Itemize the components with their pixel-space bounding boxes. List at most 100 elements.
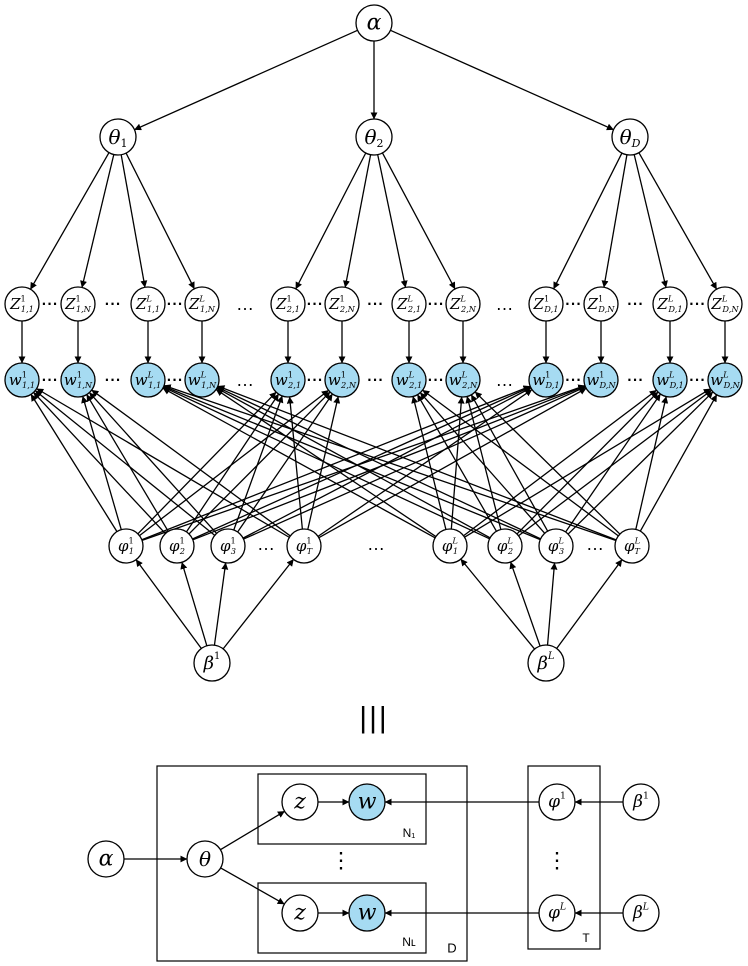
plate-beta-node-L-label: βL bbox=[632, 901, 649, 923]
edge-beta-phi-6 bbox=[509, 561, 541, 647]
dots-2-0: ··· bbox=[307, 297, 324, 311]
theta-node-2: θ2 bbox=[355, 118, 393, 156]
edge-phi5-w11 bbox=[463, 389, 657, 537]
dots-mid-1-0: ··· bbox=[367, 297, 384, 311]
theta-node-2-circle bbox=[355, 118, 393, 156]
edge-phi1-w2 bbox=[81, 395, 122, 530]
w-node-9-circle bbox=[528, 362, 564, 398]
phi-node-5-circle bbox=[432, 528, 468, 564]
alpha-node: α bbox=[355, 4, 393, 42]
z-node-11-circle bbox=[652, 286, 688, 322]
edge-phi5-w7 bbox=[411, 396, 447, 530]
edge-phi8-w11 bbox=[635, 396, 669, 530]
theta-node-1-circle bbox=[99, 118, 137, 156]
equivalence-separator: ||| bbox=[359, 702, 388, 735]
dots-3-1: ··· bbox=[428, 373, 445, 387]
w-node-11-circle bbox=[652, 362, 688, 398]
plate-t-label: T bbox=[582, 931, 590, 945]
edge-phi6-w12 bbox=[518, 389, 712, 537]
plate-beta-node-1-circle bbox=[622, 783, 660, 821]
dots-1-0: ··· bbox=[167, 297, 184, 311]
theta-node-2-label: θ2 bbox=[364, 125, 383, 150]
phi-node-3-circle bbox=[210, 528, 246, 564]
dots-2-1: ··· bbox=[307, 373, 324, 387]
z-node-2-circle bbox=[60, 286, 96, 322]
w-node-10-circle bbox=[583, 362, 619, 398]
edge-phi2-w6 bbox=[188, 391, 331, 535]
phi-node-7-circle bbox=[538, 528, 574, 564]
annotations-layer: ········································… bbox=[42, 294, 705, 962]
edge-phi8-w8 bbox=[474, 391, 621, 535]
edge-phi1-w9 bbox=[141, 385, 531, 541]
plate-phi-node-L-label: φL bbox=[548, 901, 566, 923]
edge-phi4-w1 bbox=[36, 388, 290, 538]
plate-phi-node-1-label: φ1 bbox=[548, 790, 566, 812]
edge-alpha-theta-3 bbox=[390, 29, 614, 131]
dots-4-0: ··· bbox=[565, 297, 582, 311]
plate-z-node-2: z bbox=[281, 894, 319, 932]
plate-n1-label: N₁ bbox=[403, 826, 416, 840]
plate-vdots-right: ⋮ bbox=[546, 848, 568, 873]
edge-theta-z-7 bbox=[377, 154, 408, 288]
plate-alpha-node-circle bbox=[87, 840, 125, 878]
plate-alpha-node-label: α bbox=[99, 847, 114, 872]
plate-n1 bbox=[257, 773, 427, 845]
beta-node-L-circle bbox=[527, 644, 565, 682]
dots-mid-2-1: ··· bbox=[627, 373, 644, 387]
dots-3-0: ··· bbox=[428, 297, 445, 311]
z-node-10-circle bbox=[583, 286, 619, 322]
edge-phi1-w10 bbox=[141, 384, 586, 542]
theta-node-1-label: θ1 bbox=[108, 125, 127, 150]
edge-phi7-w4 bbox=[217, 386, 541, 540]
edge-phi3-w1 bbox=[34, 390, 216, 536]
plate-w-node-1: w bbox=[348, 783, 386, 821]
plate-phi-node-L-circle bbox=[538, 894, 576, 932]
edge-beta-phi-7 bbox=[546, 562, 558, 646]
z-node-12-circle bbox=[707, 286, 743, 322]
dots-mid-0-0: ··· bbox=[105, 297, 122, 311]
edge-theta-z-11 bbox=[633, 154, 668, 288]
plate-theta-node-circle bbox=[186, 840, 224, 878]
edge-theta-z-4 bbox=[125, 152, 195, 290]
edge-theta-z-10 bbox=[601, 154, 628, 288]
edge-phi4-w2 bbox=[91, 389, 291, 537]
plate-beta-node-L: βL bbox=[622, 894, 660, 932]
plate-nl-label: Nʟ bbox=[402, 935, 416, 949]
edges-layer bbox=[18, 29, 729, 917]
plate-z-node-1-circle bbox=[281, 783, 319, 821]
alpha-node-label: α bbox=[367, 11, 382, 36]
edge-phi3-w9 bbox=[242, 387, 532, 539]
plate-theta-node: θ bbox=[186, 840, 224, 878]
plate-theta-node-label: θ bbox=[199, 847, 211, 871]
theta-node-1: θ1 bbox=[99, 118, 137, 156]
dots-mid-1-1: ··· bbox=[367, 373, 384, 387]
plate-z-node-1-label: z bbox=[293, 790, 306, 815]
edge-theta-z-3 bbox=[120, 154, 148, 288]
plate-w-node-1-label: w bbox=[358, 790, 377, 815]
phi-node-1-circle bbox=[108, 528, 144, 564]
